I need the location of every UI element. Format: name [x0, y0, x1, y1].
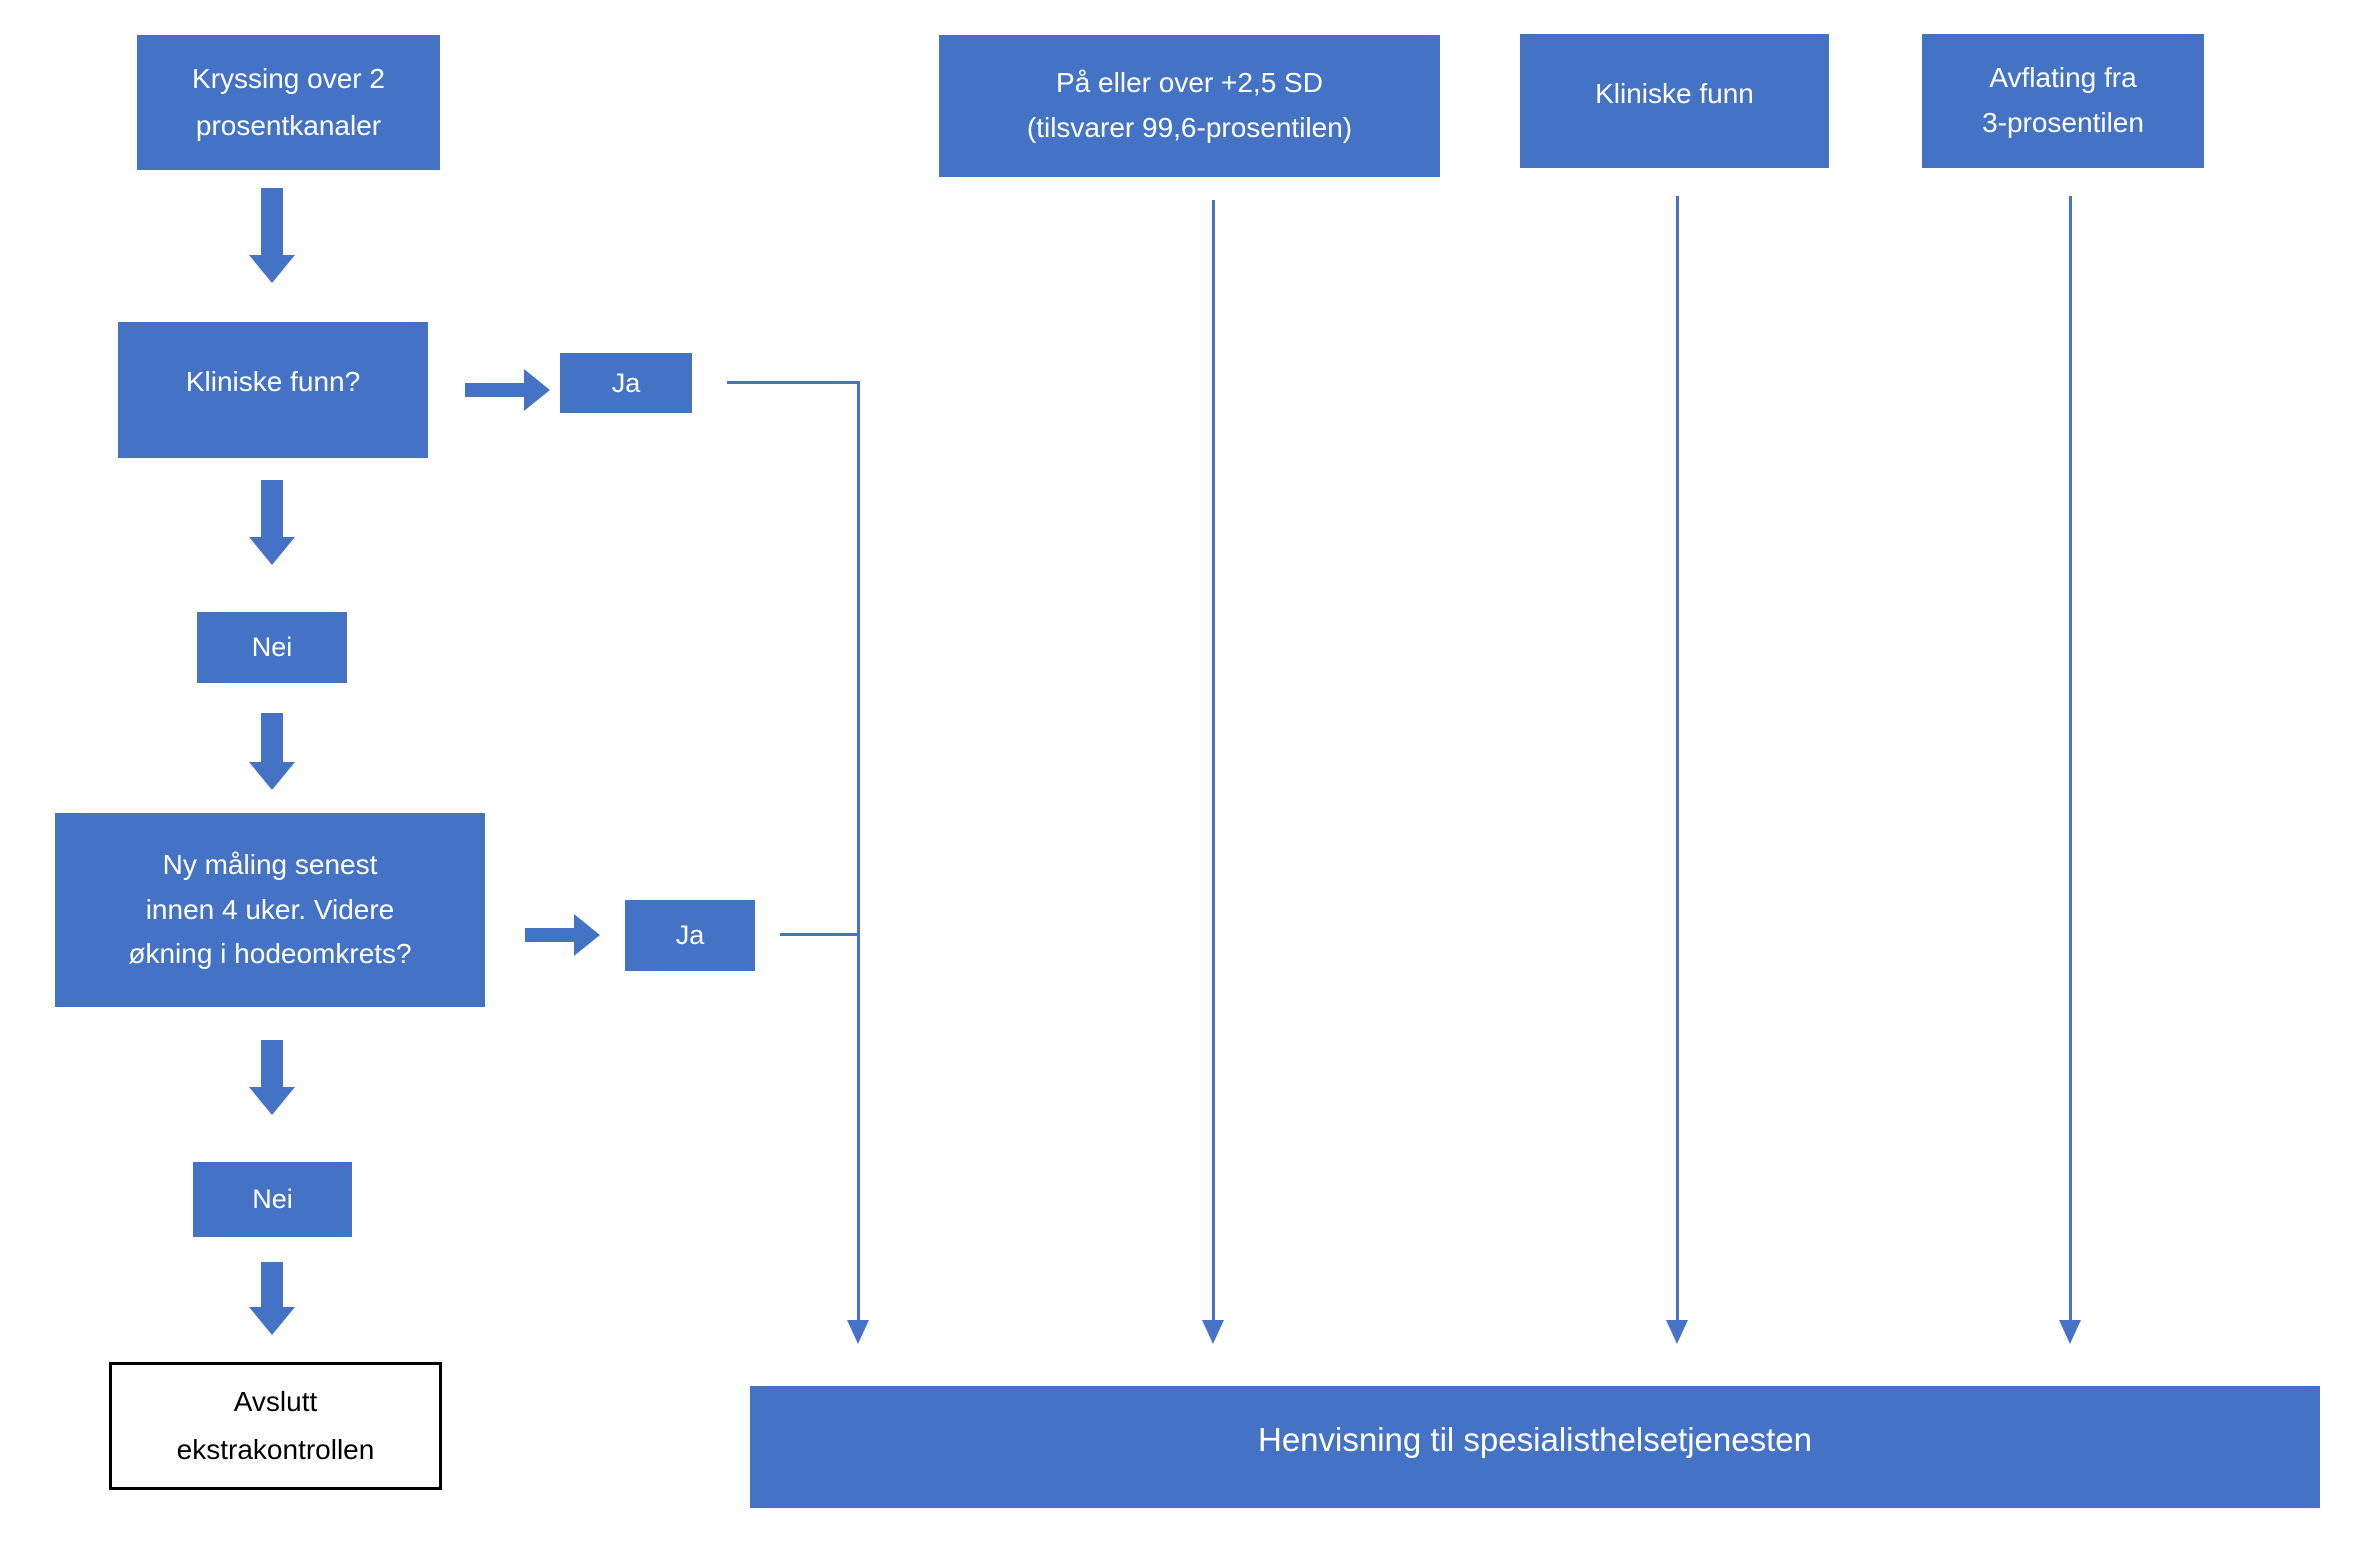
criteria-box-pa-eller-over: På eller over +2,5 SD (tilsvarer 99,6-pr…: [939, 35, 1440, 177]
flow-arrow-down-icon: [249, 1040, 295, 1115]
arrow-head: [574, 914, 600, 956]
connector-ja1-horizontal: [727, 381, 858, 384]
label-box-ja-1: Ja: [560, 353, 692, 413]
arrow-head: [249, 537, 295, 565]
flow-arrow-down-icon: [249, 480, 295, 565]
label-box-ja-2: Ja: [625, 900, 755, 971]
arrow-head: [249, 1087, 295, 1115]
label-box-nei-1: Nei: [197, 612, 347, 683]
arrow-head: [249, 255, 295, 283]
connector-pa-eller-vertical: [1212, 200, 1215, 1322]
connector-ja2-horizontal: [780, 933, 858, 936]
end-box-henvisning: Henvisning til spesialisthelsetjenesten: [750, 1386, 2320, 1508]
arrow-shaft: [261, 713, 283, 762]
flow-arrow-right-icon: [465, 369, 550, 411]
arrow-shaft: [261, 1262, 283, 1307]
flow-arrow-down-icon: [249, 713, 295, 790]
flow-arrow-down-icon: [249, 1262, 295, 1335]
decision-box-kliniske-funn: Kliniske funn?: [118, 322, 428, 458]
end-box-avslutt: Avslutt ekstrakontrollen: [109, 1362, 442, 1490]
criteria-box-kliniske-funn: Kliniske funn: [1520, 34, 1829, 168]
arrow-shaft: [261, 188, 283, 255]
connector-arrowhead-icon: [2059, 1320, 2081, 1344]
arrow-head: [249, 762, 295, 790]
connector-arrowhead-icon: [847, 1320, 869, 1344]
connector-kliniske-vertical: [1676, 196, 1679, 1322]
arrow-shaft: [261, 480, 283, 537]
connector-arrowhead-icon: [1666, 1320, 1688, 1344]
connector-arrowhead-icon: [1202, 1320, 1224, 1344]
start-box-kryssing: Kryssing over 2 prosentkanaler: [137, 35, 440, 170]
label-box-nei-2: Nei: [193, 1162, 352, 1237]
decision-box-ny-maling: Ny måling senest innen 4 uker. Videre øk…: [55, 813, 485, 1007]
criteria-box-avflating: Avflating fra 3-prosentilen: [1922, 34, 2204, 168]
arrow-head: [524, 369, 550, 411]
arrow-head: [249, 1307, 295, 1335]
connector-ja-vertical: [857, 381, 860, 1322]
connector-avflating-vertical: [2069, 196, 2072, 1322]
arrow-shaft: [525, 928, 574, 942]
arrow-shaft: [465, 383, 524, 397]
flow-arrow-down-icon: [249, 188, 295, 283]
arrow-shaft: [261, 1040, 283, 1087]
flow-arrow-right-icon: [525, 914, 600, 956]
